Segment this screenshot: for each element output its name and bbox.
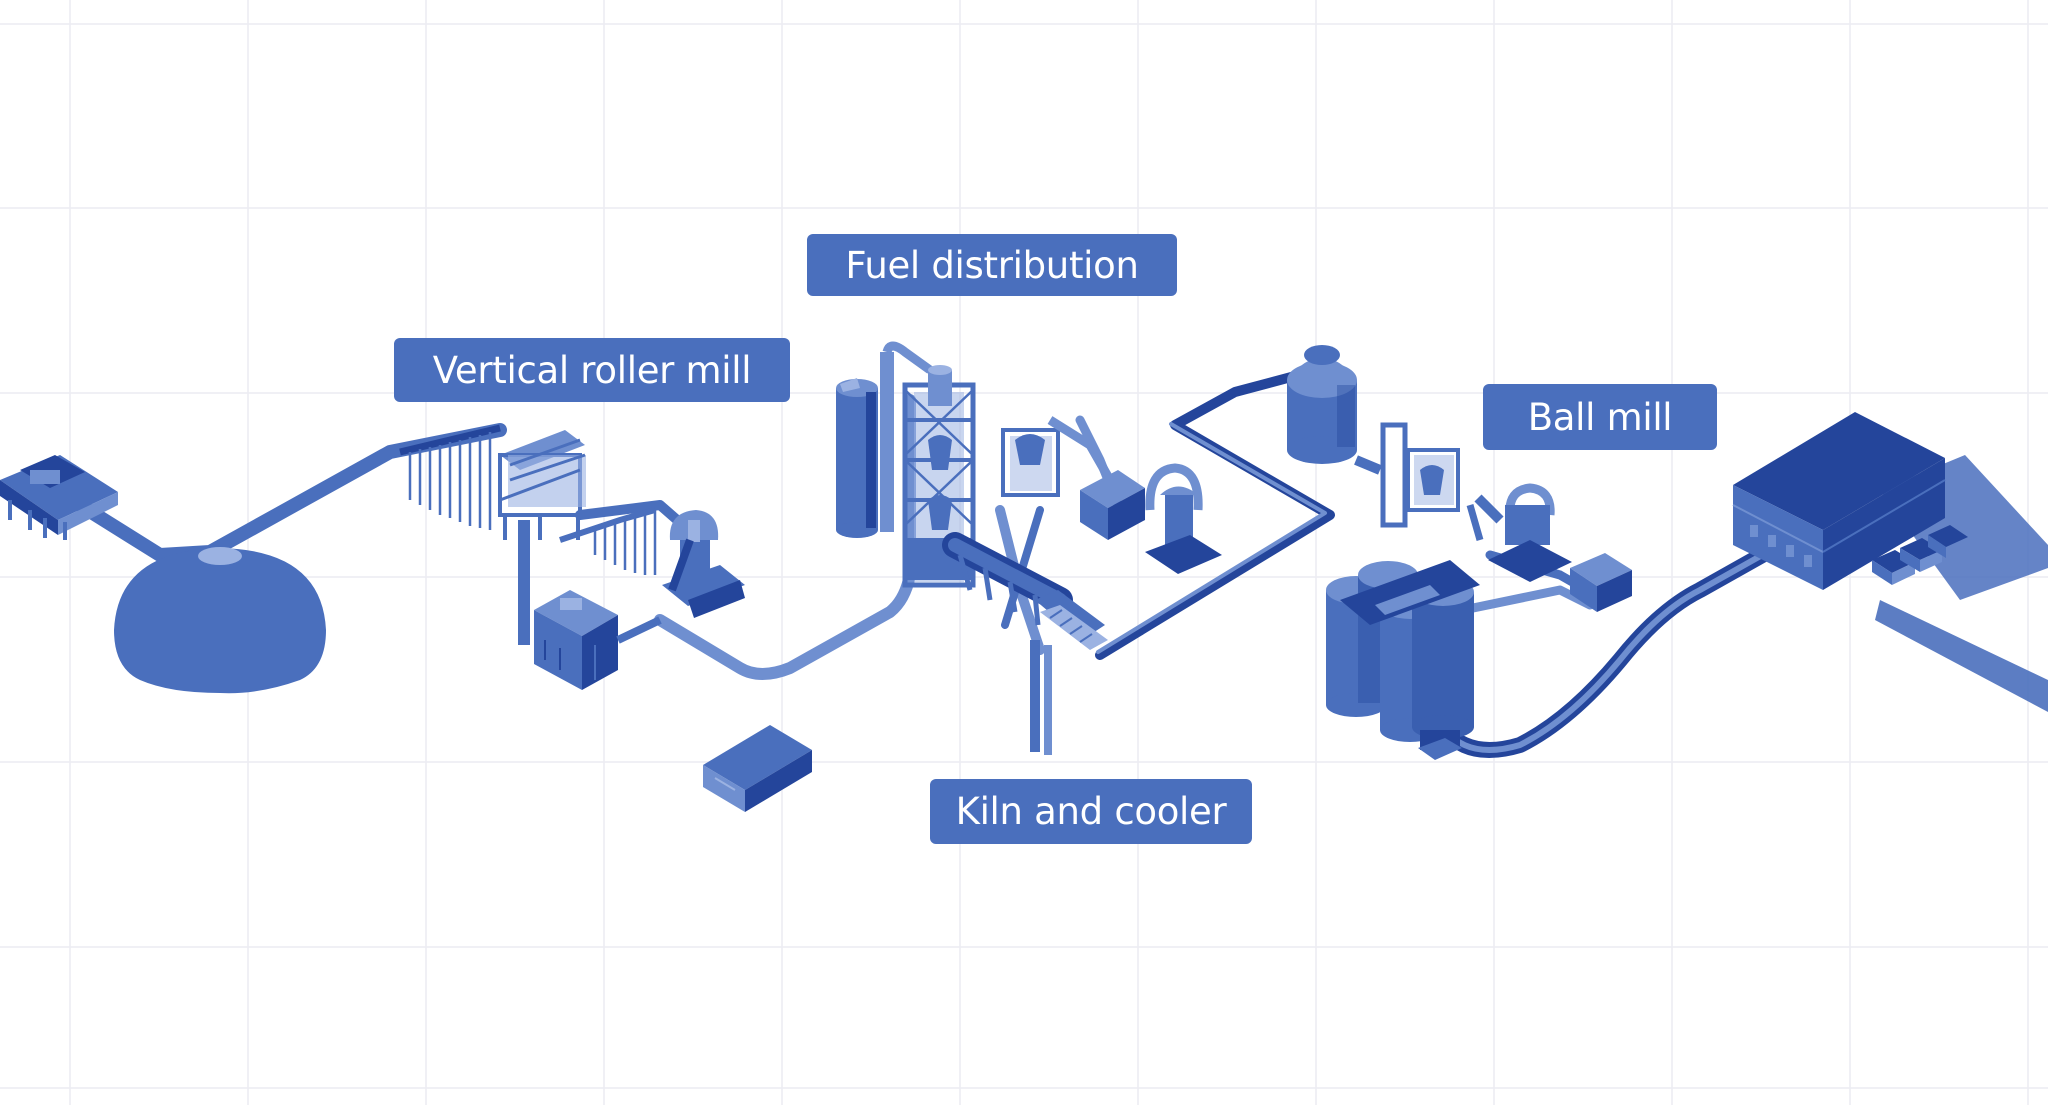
vertical-roller-mill-icon (662, 510, 745, 618)
rotary-kiln-icon (942, 532, 1073, 626)
label-vertical-roller-mill: Vertical roller mill (394, 338, 790, 402)
clinker-cooler-icon (1030, 590, 1108, 755)
label-fuel-distribution: Fuel distribution (807, 234, 1177, 296)
cement-silo-cluster-icon (1326, 560, 1480, 760)
label-kiln-and-cooler: Kiln and cooler (930, 779, 1252, 844)
truck-icon (1872, 525, 1968, 585)
feed-structure-icon (498, 430, 657, 645)
crusher-icon (0, 455, 118, 540)
label-ball-mill: Ball mill (1483, 384, 1717, 450)
coal-mill-icon (1001, 416, 1222, 574)
silo-icon (1287, 345, 1357, 464)
vertical-roller-mill-conveyor-trestle (399, 424, 501, 530)
silo-icon (836, 378, 878, 538)
storage-building-icon (703, 725, 812, 812)
filter-house-icon (534, 590, 662, 690)
warehouse-icon (1732, 412, 2048, 712)
ball-mill-icon (1354, 422, 1632, 612)
stockpile-dome-icon (114, 547, 326, 694)
